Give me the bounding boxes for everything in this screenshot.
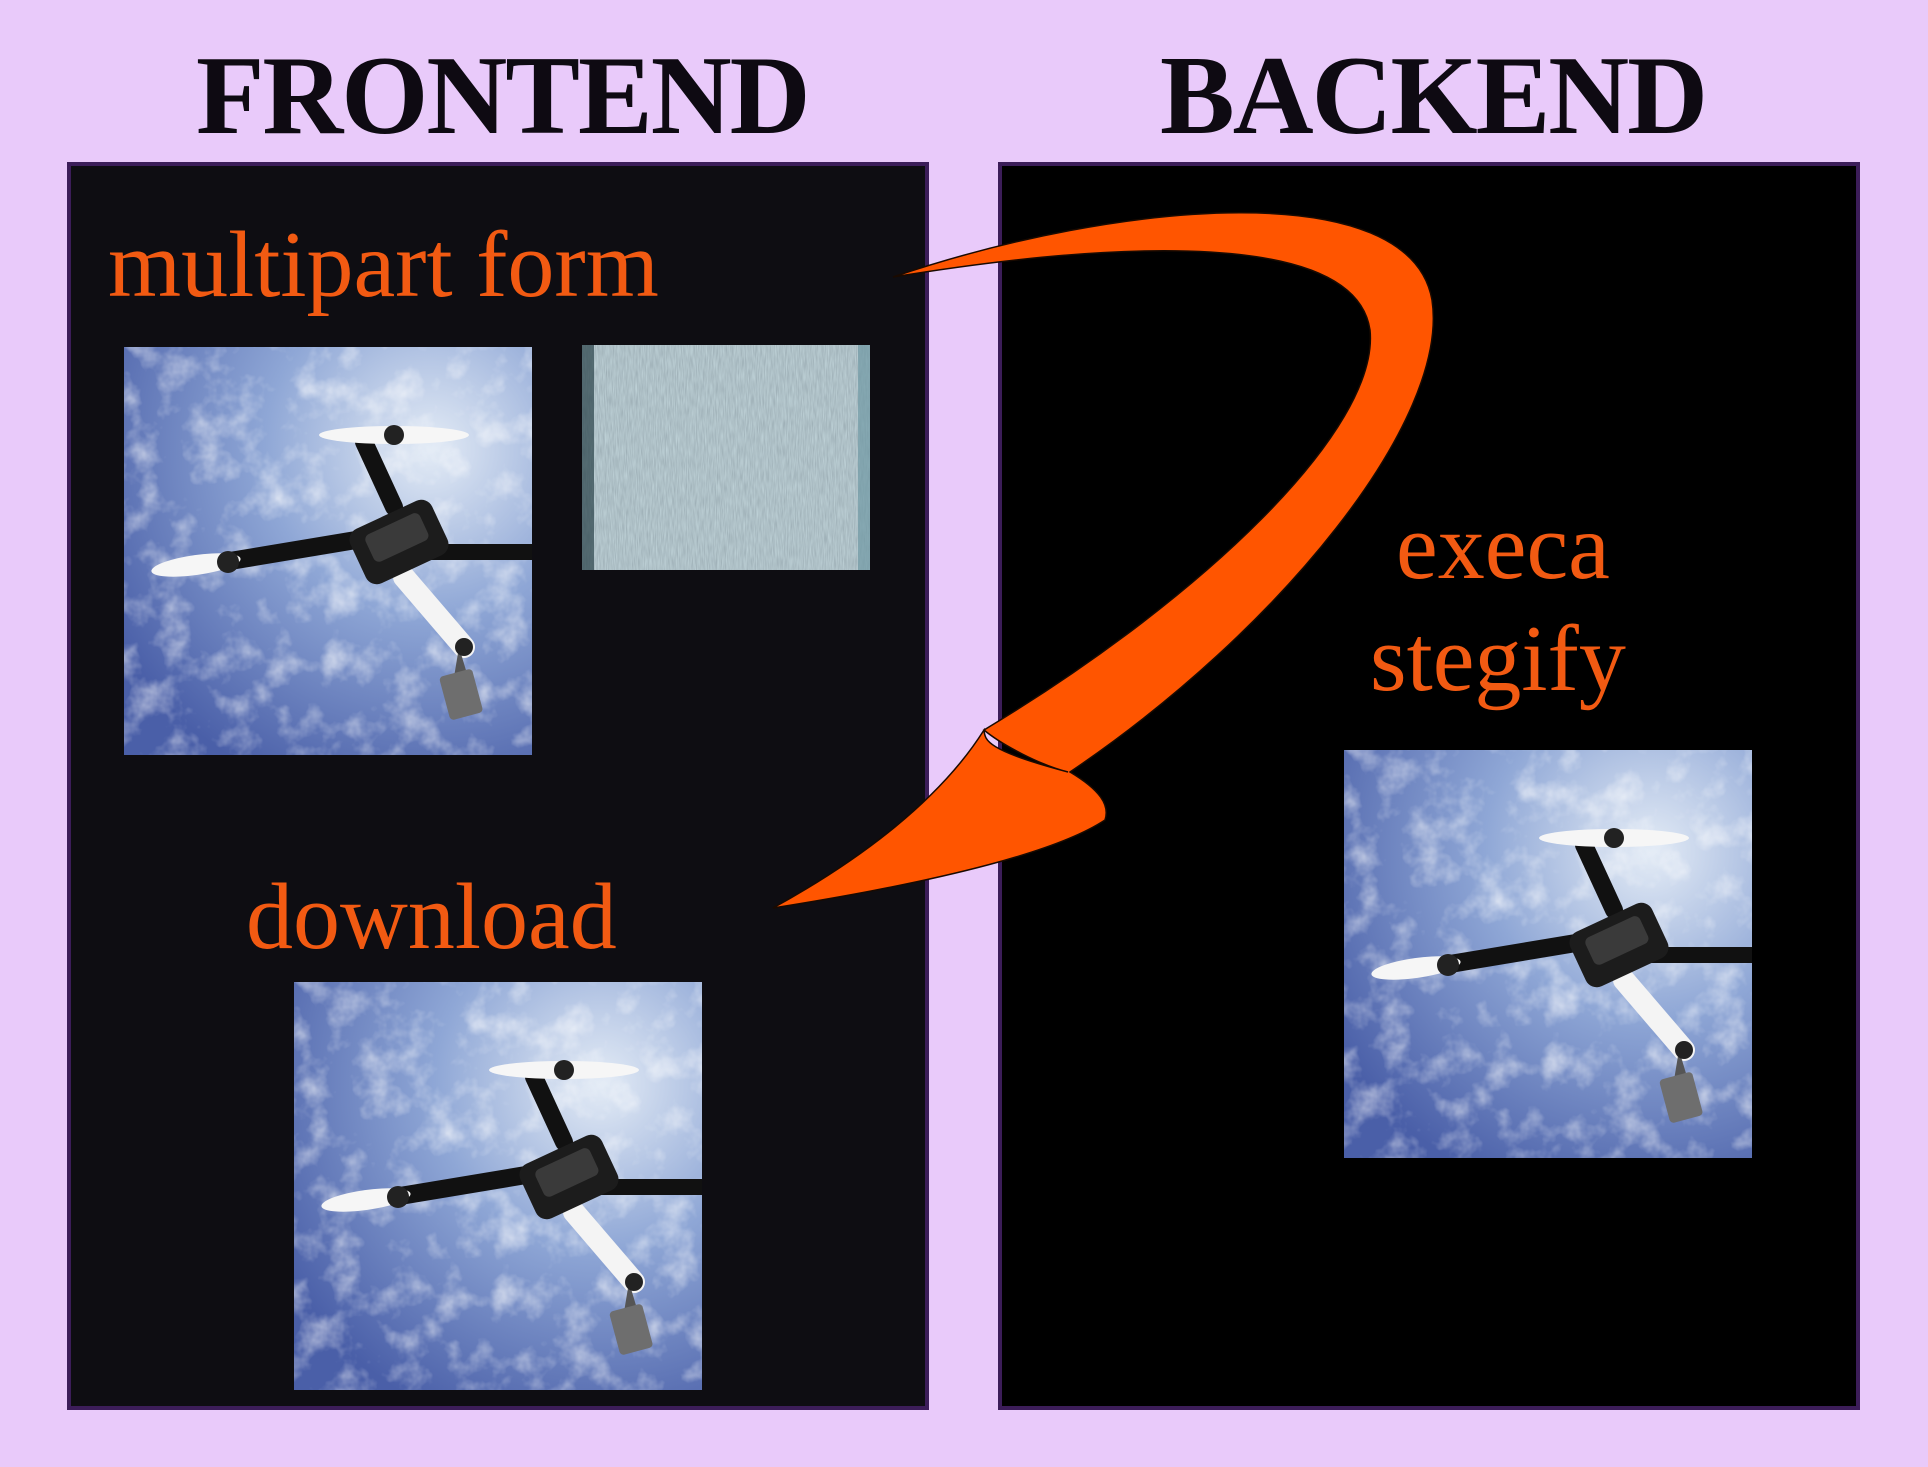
cover-image xyxy=(124,347,532,755)
stego-result-image xyxy=(1344,750,1752,1158)
flow-arrow-shape xyxy=(772,212,1435,909)
multipart-form-label: multipart form xyxy=(108,213,659,317)
stegify-label: stegify xyxy=(1370,607,1626,711)
execa-label: execa xyxy=(1396,495,1610,599)
download-label: download xyxy=(246,865,617,969)
payload-noise-image xyxy=(582,345,870,570)
frontend-heading: FRONTEND xyxy=(196,34,810,158)
downloaded-image xyxy=(294,982,702,1390)
backend-heading: BACKEND xyxy=(1160,34,1708,158)
